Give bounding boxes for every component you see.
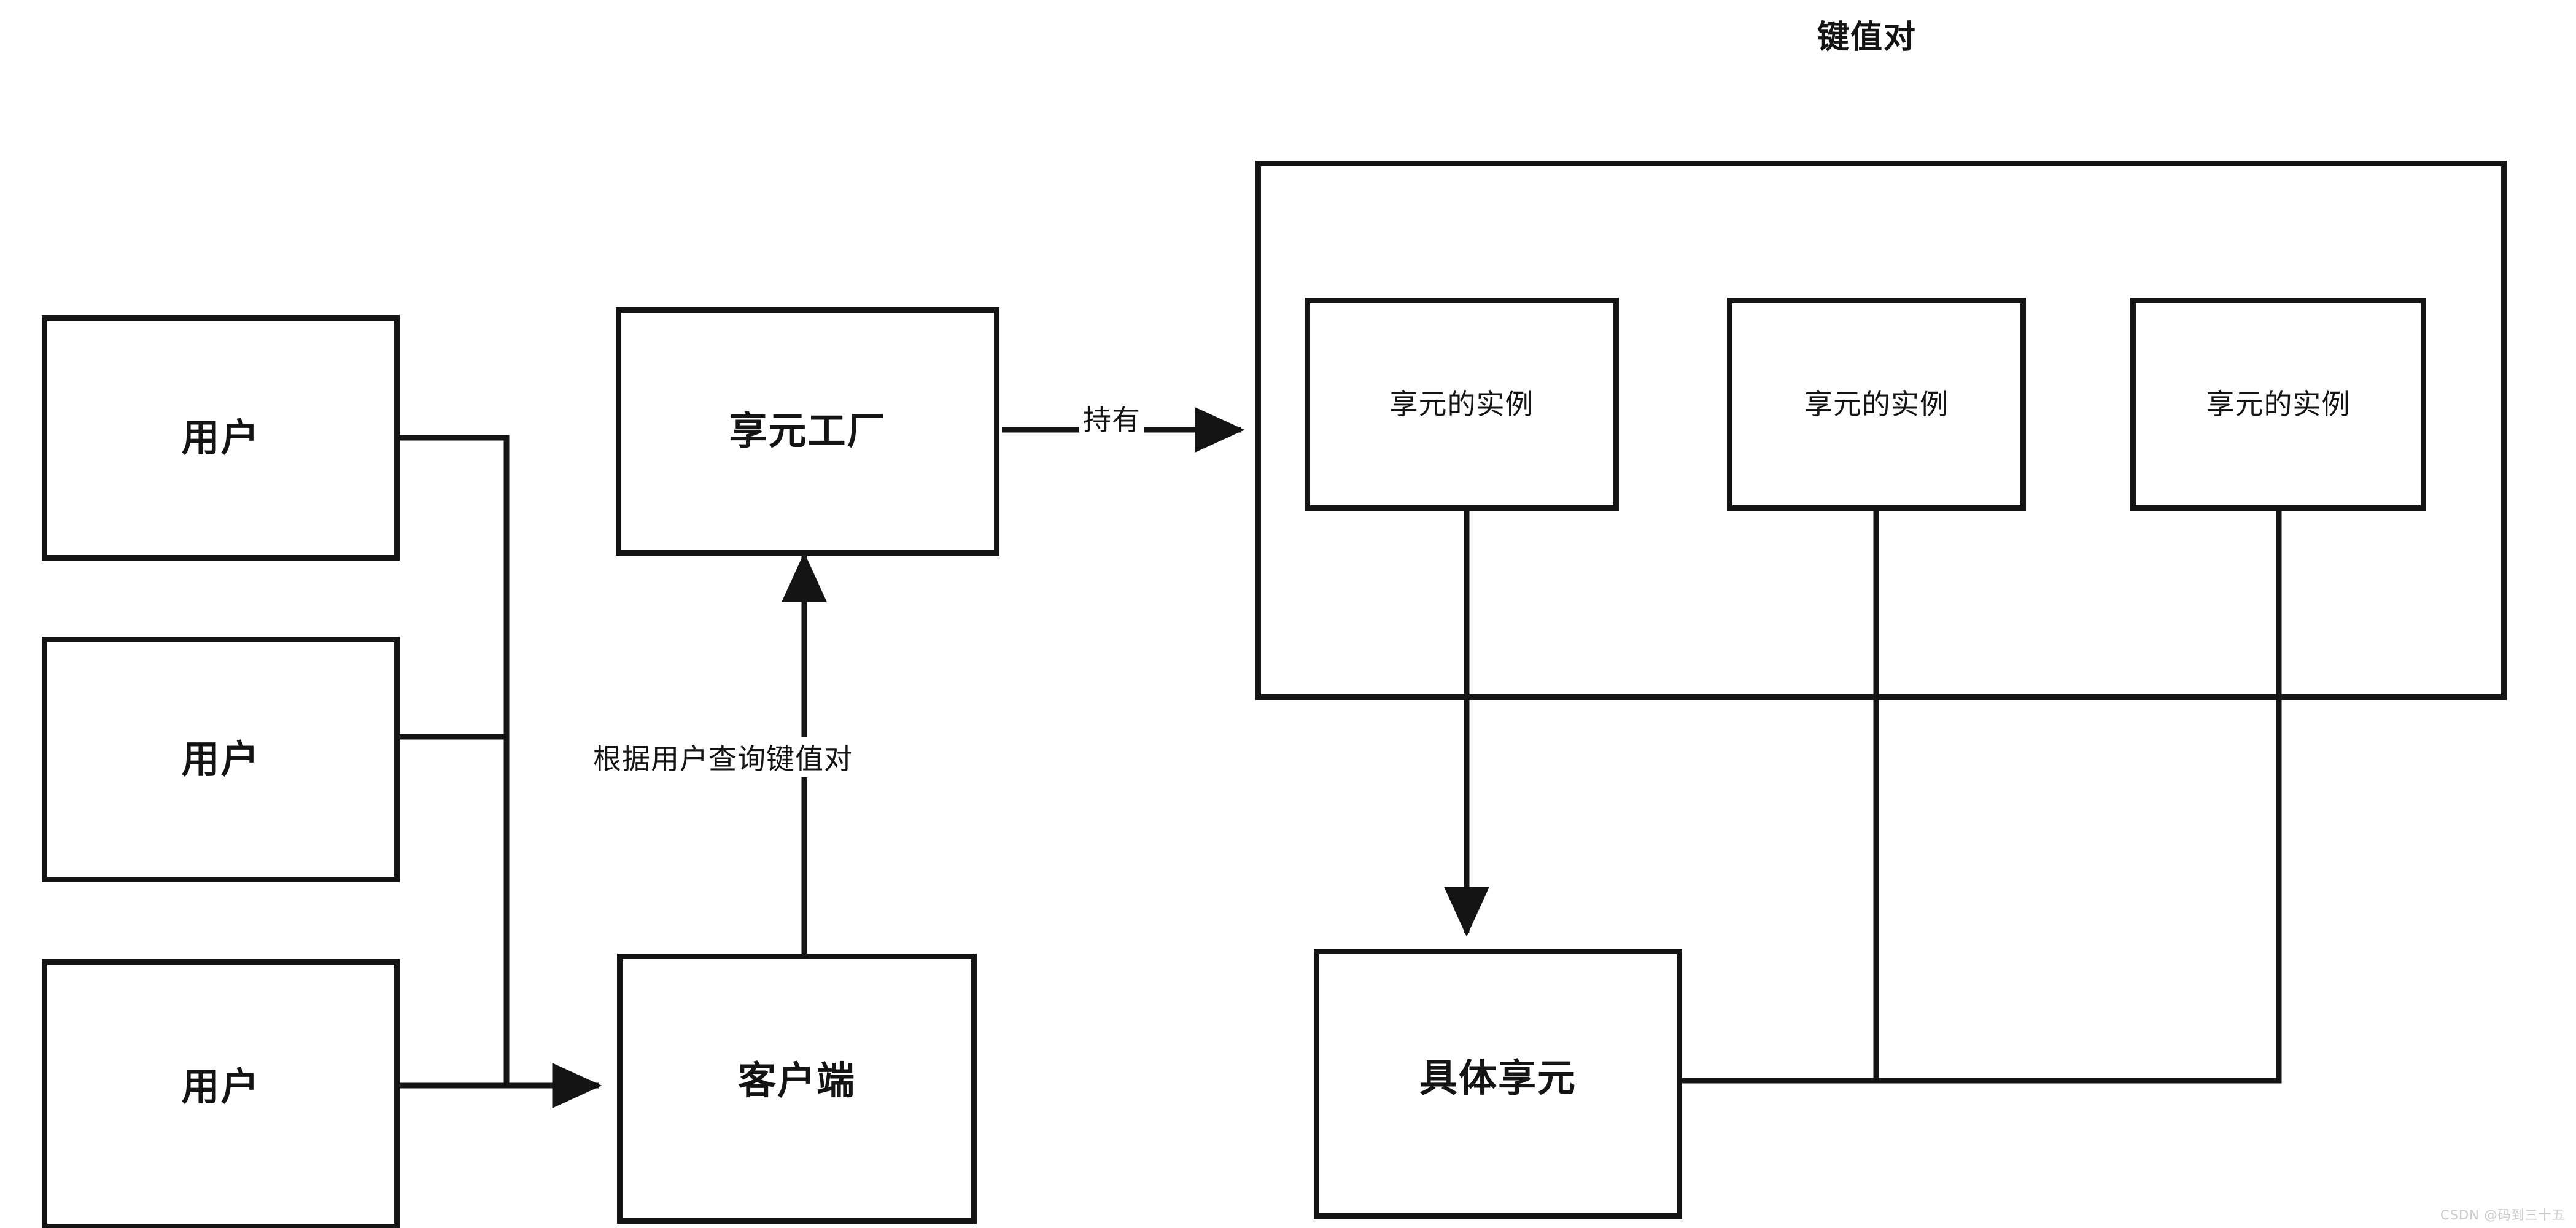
node-concrete-flyweight-label: 具体享元 (1419, 1055, 1577, 1100)
node-flyweight-factory[interactable]: 享元工厂 (616, 307, 999, 556)
node-flyweight-instance-2[interactable]: 享元的实例 (1727, 298, 2026, 511)
edge-label-holds: 持有 (1079, 398, 1144, 438)
key-value-container-title: 键值对 (1817, 11, 1917, 57)
node-flyweight-factory-label: 享元工厂 (729, 408, 886, 454)
edge-label-query-by-user: 根据用户查询键值对 (589, 737, 856, 777)
node-user-3-label: 用户 (181, 1063, 260, 1109)
node-flyweight-instance-1[interactable]: 享元的实例 (1305, 298, 1619, 511)
edge-users-to-client (400, 435, 510, 1089)
node-user-3[interactable]: 用户 (42, 959, 400, 1228)
node-user-2[interactable]: 用户 (42, 637, 400, 882)
csdn-watermark: CSDN @码到三十五 (2440, 1208, 2566, 1222)
node-flyweight-instance-3[interactable]: 享元的实例 (2130, 298, 2426, 511)
node-client[interactable]: 客户端 (617, 954, 977, 1224)
node-flyweight-instance-3-label: 享元的实例 (2206, 387, 2351, 421)
node-flyweight-instance-2-label: 享元的实例 (1804, 387, 1949, 421)
node-user-2-label: 用户 (181, 736, 260, 782)
node-flyweight-instance-1-label: 享元的实例 (1389, 387, 1534, 421)
node-user-1[interactable]: 用户 (42, 315, 400, 561)
node-client-label: 客户端 (737, 1057, 856, 1103)
node-concrete-flyweight[interactable]: 具体享元 (1314, 949, 1682, 1219)
node-user-1-label: 用户 (181, 414, 260, 460)
key-value-container (1255, 161, 2507, 700)
